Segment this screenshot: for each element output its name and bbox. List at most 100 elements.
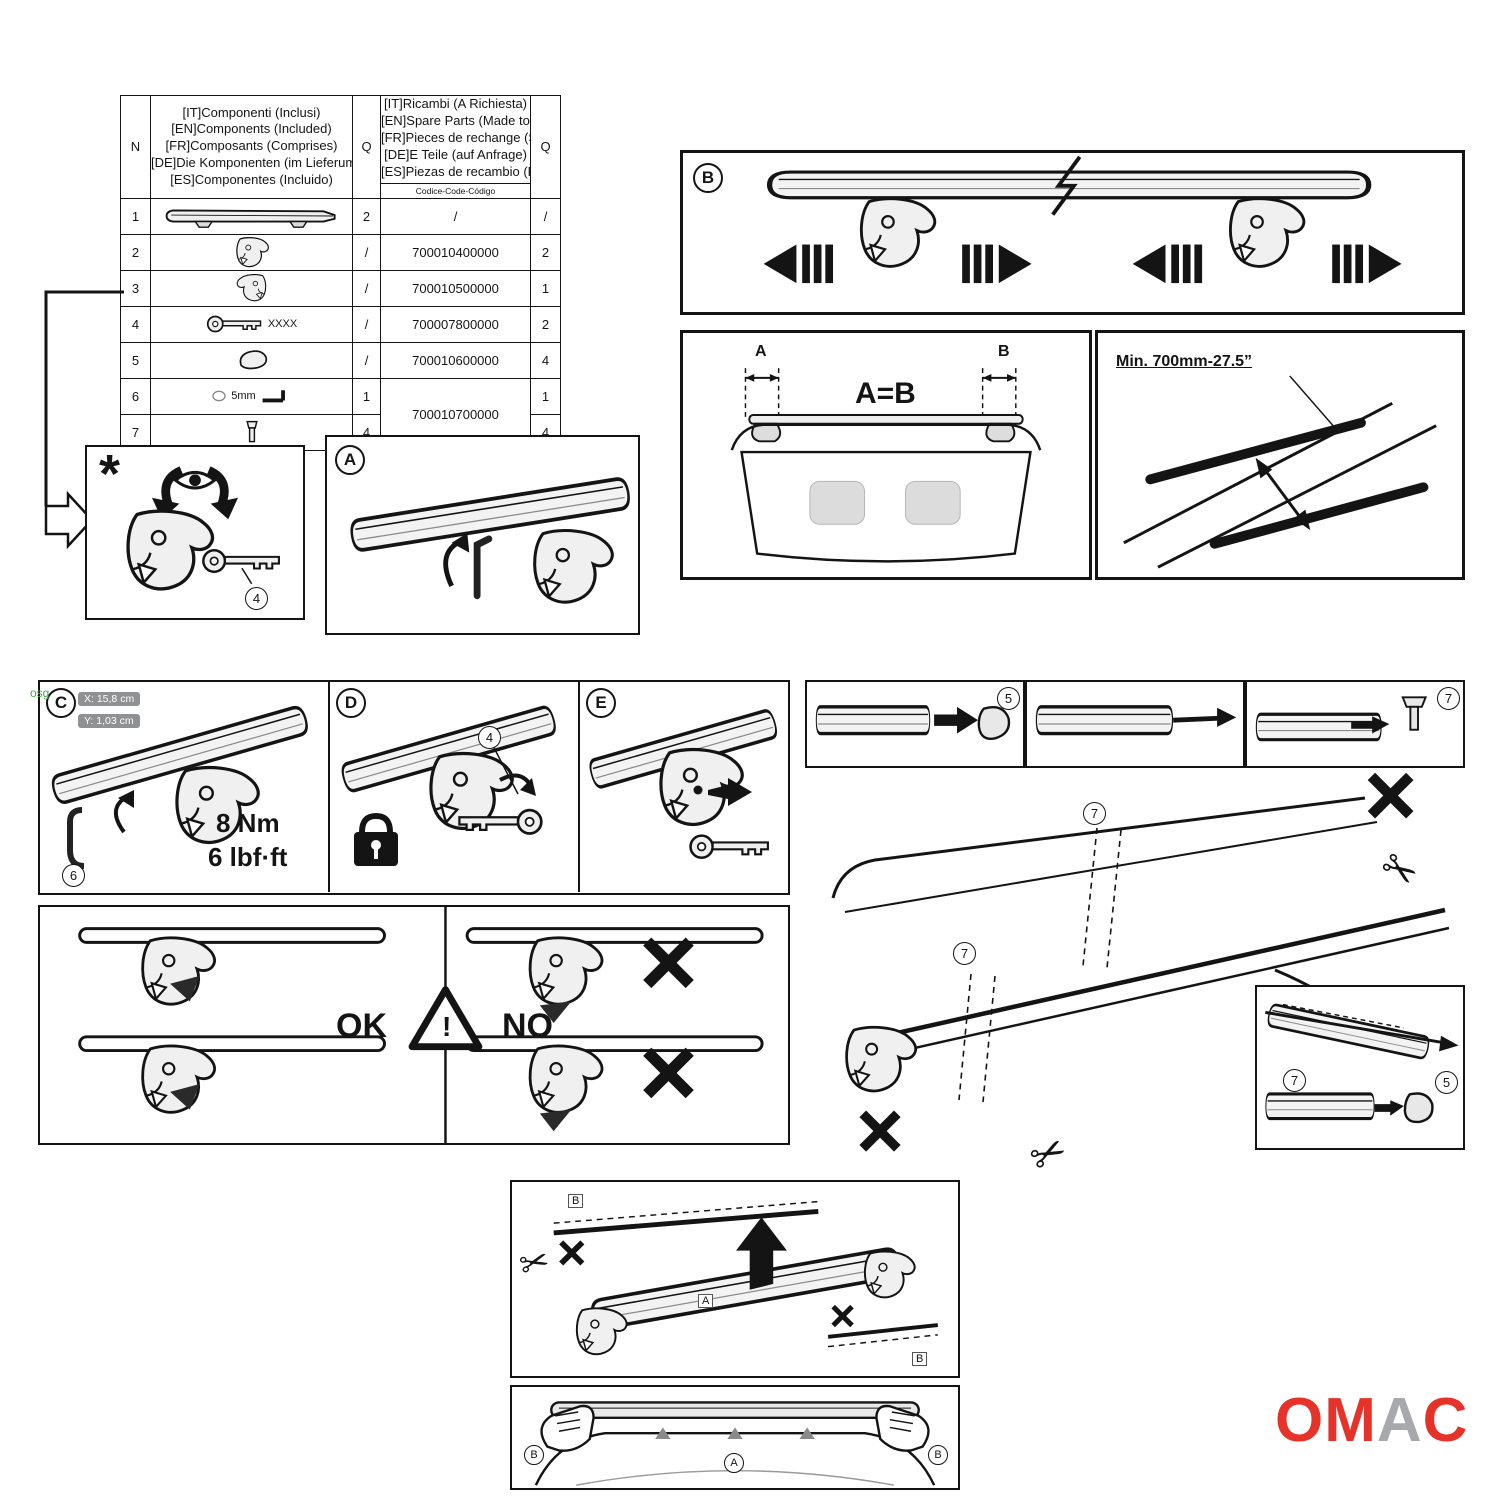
clamp-wrong-example: [465, 927, 764, 1024]
hook-wrench-icon: [67, 807, 85, 869]
allen-wrench-icon: [473, 535, 493, 600]
arrow-left-icon: [1374, 1100, 1404, 1116]
bar-a-label: A: [698, 1294, 714, 1308]
roof-rail-icon: [1157, 424, 1437, 569]
end-cap-drawing: [814, 705, 1011, 740]
left-hand-icon: [540, 1404, 595, 1452]
callout-6: 6: [62, 864, 85, 887]
table-row: 5 / 700010600000 4: [120, 341, 561, 379]
minimum-span-drawing: [1123, 375, 1437, 569]
panel-e-label: E: [586, 688, 616, 718]
eye-icon: [173, 470, 217, 490]
panel-t-bolt-insert: 7: [1245, 680, 1465, 768]
ok-label: OK: [336, 1007, 387, 1045]
right-hand-icon: [875, 1404, 930, 1452]
lock-key-icon: [206, 315, 262, 333]
clamp-correct-example: [78, 1035, 386, 1114]
warning-triangle-icon: [408, 986, 483, 1051]
torque-nm-text: 8 Nm: [216, 808, 280, 838]
arrow-right-icon: [1332, 244, 1402, 284]
foot-icon: [751, 422, 782, 443]
cross-bar-icon: [165, 209, 336, 228]
cross-bar-icon: [874, 907, 1446, 1041]
x-mark-icon: [647, 942, 689, 984]
parts-table: N [IT]Componenti (Inclusi) [EN]Component…: [120, 95, 561, 451]
x-mark-icon: [833, 1307, 852, 1326]
logo-om: OM: [1275, 1386, 1377, 1455]
table-connector-arrow: [44, 290, 124, 550]
key-code-label: XXXX: [267, 318, 298, 330]
rubber-strip-icon: [827, 1323, 939, 1339]
end-cap-icon: [977, 705, 1011, 740]
cell-spare-q: 1: [530, 269, 561, 307]
strip-b-label: B: [568, 1194, 584, 1208]
cell-code: /: [380, 197, 531, 235]
arrow-up-icon: [655, 1427, 671, 1439]
foot-icon: [985, 422, 1016, 443]
panel-d-label: D: [336, 688, 366, 718]
windshield-icon: [740, 450, 1032, 563]
included-components-header: [IT]Componenti (Inclusi) [EN]Components …: [150, 95, 353, 199]
cross-bar-icon: [550, 1401, 920, 1419]
t-bolt-icon: [1401, 696, 1428, 731]
clamp-icon: [1228, 197, 1306, 268]
panel-rod-slide: [1025, 680, 1245, 768]
headrest-icon: [809, 480, 866, 525]
callout-4: 4: [245, 587, 268, 610]
panel-end-cap: 5: [805, 680, 1025, 768]
cross-bar-icon: [748, 414, 1024, 425]
cell-n: 3: [120, 269, 151, 307]
cross-bar-icon: [588, 1245, 903, 1332]
arrow-right-icon: [934, 706, 978, 734]
panel-c-label: C: [46, 688, 76, 718]
arrow-right-icon: [962, 244, 1032, 284]
panel-c-torque: C X: 15,8 cm Y: 1,03 cm 6 8 Nm 6 lbf·ft: [40, 682, 330, 892]
clamp-icon: [575, 1307, 628, 1356]
scissors-icon: ✂: [515, 1241, 554, 1286]
break-symbol-icon: [1051, 155, 1082, 216]
dim-b-label: B: [998, 343, 1010, 360]
cell-code: 700010400000: [380, 233, 531, 271]
table-row: 3 / 700010500000 1: [120, 269, 561, 307]
min-span-text: Min. 700mm-27.5”: [1116, 353, 1253, 370]
strip-b-label: B: [912, 1352, 928, 1366]
table-row: 1 2 / /: [120, 197, 561, 235]
panel-ok-no: OK NO !: [38, 905, 790, 1145]
rod-cap-detail-drawing: [1264, 1002, 1459, 1124]
headrest-icon: [905, 480, 961, 525]
arrow-left-icon: [763, 244, 834, 284]
cross-bar-icon: [1209, 482, 1429, 549]
col-header-q-included: Q: [352, 95, 381, 199]
arrow-left-icon: [1132, 244, 1203, 284]
panel-minimum-span: Min. 700mm-27.5”: [1095, 330, 1465, 580]
x-mark-icon: [1371, 776, 1409, 814]
table-row: 6 5mm 1 700010700000 1: [120, 377, 561, 451]
panel-hands-placement: B A B: [510, 1385, 960, 1490]
warning-exclamation: !: [442, 1011, 452, 1042]
arrow-right-icon: [708, 778, 752, 806]
table-row: 2 / 700010400000 2: [120, 233, 561, 271]
cell-n: 1: [120, 197, 151, 235]
hands-placement-drawing: [534, 1401, 936, 1486]
panel-cde: C X: 15,8 cm Y: 1,03 cm 6 8 Nm 6 lbf·ft …: [38, 680, 790, 895]
callout-b: B: [524, 1445, 544, 1465]
cross-bar-icon: [1145, 417, 1366, 485]
key-removal-drawing: [586, 707, 781, 860]
panel-a-label: A: [335, 445, 365, 475]
spare-parts-header: [IT]Ricambi (A Richiesta) [EN]Spare Part…: [380, 95, 531, 199]
arrow-up-icon: [735, 1217, 787, 1290]
cell-n: 2: [120, 233, 151, 271]
scissors-icon: ✂: [1022, 1125, 1075, 1183]
clamp-adjustment-drawing: [763, 155, 1402, 284]
logo-c: C: [1422, 1386, 1469, 1455]
lock-closed-icon: [354, 812, 398, 866]
dim-y-tag: Y: 1,03 cm: [78, 714, 140, 728]
torque-lbf-text: 6 lbf·ft: [208, 842, 288, 872]
cell-q: /: [352, 341, 381, 379]
cross-bar-icon: [1265, 1002, 1432, 1061]
cell-code: 700010500000: [380, 269, 531, 307]
callout-4: 4: [478, 726, 501, 749]
callout-7: 7: [1283, 1069, 1306, 1092]
clamp-icon: [845, 1025, 918, 1093]
clamp-icon: [859, 197, 937, 268]
